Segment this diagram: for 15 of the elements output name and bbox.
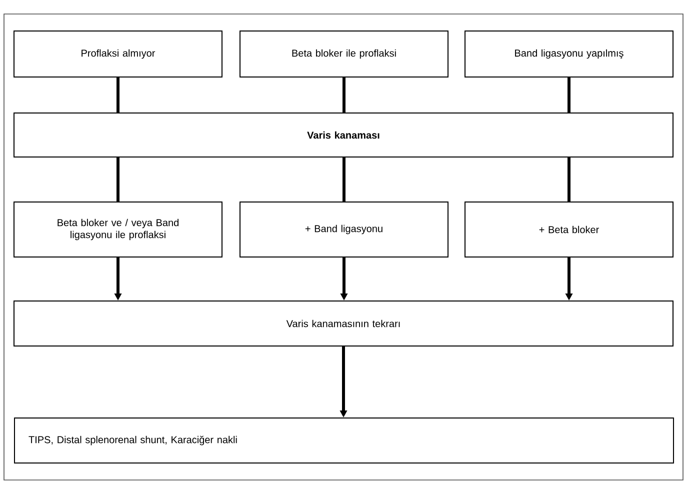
process-box: Band ligasyonu yapılmış: [464, 30, 674, 78]
connector-line: [342, 158, 346, 202]
process-box: Varis kanamasının tekrarı: [14, 300, 674, 346]
process-box: Beta bloker ve / veya Band ligasyonu ile proflaksi: [14, 202, 222, 258]
connector-line: [568, 78, 570, 112]
connector-line: [116, 158, 120, 202]
process-box: Beta bloker ile proflaksi: [240, 30, 448, 78]
process-box: + Beta bloker: [464, 202, 674, 258]
process-box: + Band ligasyonu: [240, 202, 448, 258]
connector-line: [116, 78, 120, 112]
connector-line: [342, 78, 346, 112]
process-box: TIPS, Distal splenorenal shunt, Karaciğer nakli: [14, 418, 674, 464]
process-box: Proflaksi almıyor: [14, 30, 222, 78]
connector-line: [568, 158, 570, 202]
process-box: Varis kanaması: [14, 112, 674, 158]
